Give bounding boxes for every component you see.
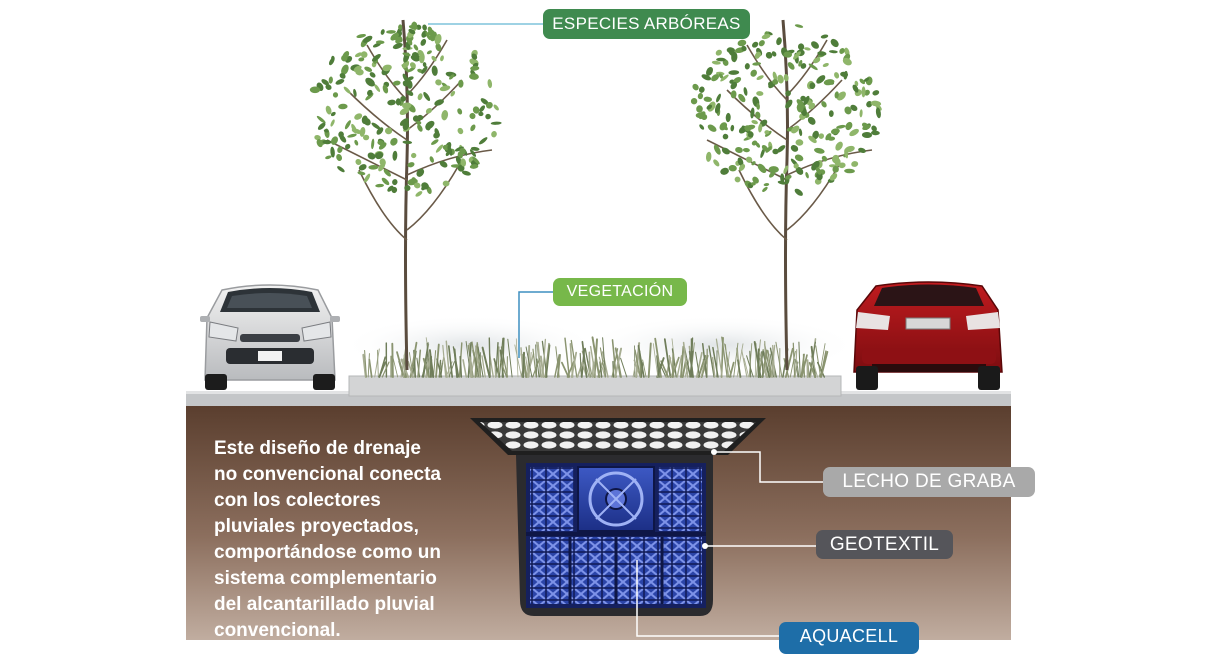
tree-icon — [309, 19, 502, 371]
gravel-bed-icon — [470, 418, 766, 455]
aquacell-crate-icon — [526, 463, 706, 608]
aquacell-label: AQUACELL — [779, 622, 919, 654]
silver-car-front-icon — [200, 284, 340, 390]
drainage-description: Este diseño de drenaje no convencional c… — [214, 438, 441, 641]
leader-lines — [428, 23, 826, 637]
vegetacion-label: VEGETACIÓN — [553, 278, 687, 306]
especies-arboreas-label: ESPECIES ARBÓREAS — [543, 9, 750, 39]
tree-icon — [690, 19, 882, 371]
red-car-rear-icon — [853, 281, 1003, 390]
planter-curb — [348, 375, 842, 397]
geotextil-label: GEOTEXTIL — [816, 530, 953, 559]
lecho-de-graba-label: LECHO DE GRABA — [823, 467, 1035, 497]
drainage-diagram — [186, 19, 1011, 640]
